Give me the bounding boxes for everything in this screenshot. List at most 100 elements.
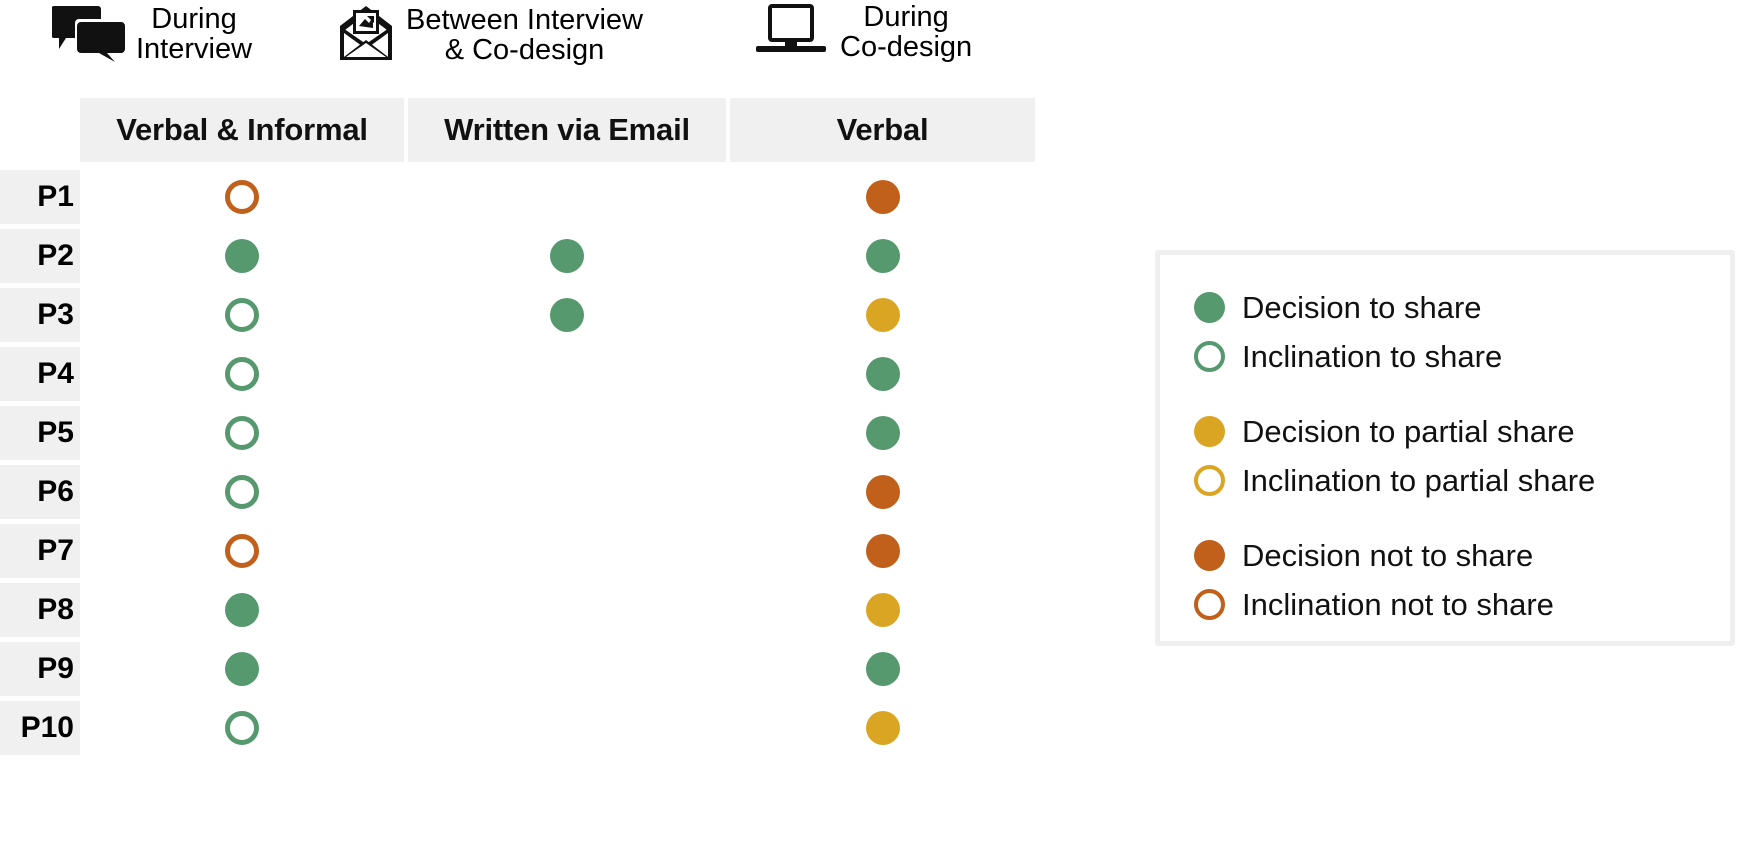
open-envelope-icon	[336, 2, 396, 69]
row-label-p1: P1	[0, 169, 80, 224]
dot-filled	[550, 238, 584, 273]
dot-filled	[865, 651, 900, 686]
legend-label: Decision to share	[1242, 290, 1482, 325]
table-row: P7	[0, 521, 1035, 580]
column-header-written-email: Written via Email	[408, 98, 726, 162]
matrix-cell	[730, 521, 1035, 580]
legend-label: Inclination to share	[1242, 339, 1503, 374]
matrix-cell	[408, 403, 726, 462]
column-header-verbal-informal: Verbal & Informal	[80, 98, 404, 162]
table-row: P9	[0, 639, 1035, 698]
legend-item: Inclination not to share	[1194, 580, 1730, 629]
matrix-cell	[80, 462, 404, 521]
matrix-cell	[730, 462, 1035, 521]
matrix-cell	[80, 580, 404, 639]
dot-hollow	[225, 356, 259, 391]
phase-between-interview-and-codesign: Between Interview & Co-design	[336, 2, 643, 69]
row-label-p2: P2	[0, 228, 80, 283]
matrix-cell	[730, 403, 1035, 462]
table-row: P2	[0, 226, 1035, 285]
legend-label: Decision not to share	[1242, 538, 1534, 573]
matrix-cell	[730, 344, 1035, 403]
dot-hollow	[225, 710, 259, 745]
table-row: P3	[0, 285, 1035, 344]
dot-filled	[865, 592, 900, 627]
matrix-cell	[408, 698, 726, 757]
matrix-cell	[80, 344, 404, 403]
legend-label: Inclination to partial share	[1242, 463, 1596, 498]
table-row: P6	[0, 462, 1035, 521]
dot-filled	[550, 297, 584, 332]
matrix-cell	[80, 639, 404, 698]
legend-swatch-filled	[1194, 540, 1225, 571]
participant-matrix: Verbal & Informal Written via Email Verb…	[0, 98, 1035, 757]
matrix-cell	[80, 226, 404, 285]
row-label-p7: P7	[0, 523, 80, 578]
row-label-p6: P6	[0, 464, 80, 519]
dot-filled	[225, 651, 259, 686]
legend-swatch-hollow	[1194, 341, 1225, 372]
table-row: P5	[0, 403, 1035, 462]
dot-filled	[865, 710, 900, 745]
dot-hollow	[225, 533, 259, 568]
legend-swatch-hollow	[1194, 465, 1225, 496]
legend-label: Decision to partial share	[1242, 414, 1575, 449]
phase-header-row: During Interview Between Interview & Co-…	[0, 0, 1100, 92]
legend-swatch-hollow	[1194, 589, 1225, 620]
legend-item: Inclination to partial share	[1194, 456, 1730, 505]
phase-during-interview: During Interview	[51, 2, 253, 67]
dot-hollow	[225, 415, 259, 450]
dot-filled	[865, 356, 900, 391]
legend-item: Decision to partial share	[1194, 407, 1730, 456]
matrix-cell	[408, 167, 726, 226]
table-row: P10	[0, 698, 1035, 757]
matrix-cell	[80, 698, 404, 757]
dot-filled	[225, 238, 259, 273]
matrix-cell	[730, 698, 1035, 757]
table-row: P4	[0, 344, 1035, 403]
matrix-cell	[408, 521, 726, 580]
matrix-cell	[80, 285, 404, 344]
row-label-p4: P4	[0, 346, 80, 401]
matrix-cell	[408, 285, 726, 344]
corner-spacer	[0, 98, 80, 162]
matrix-cell	[408, 580, 726, 639]
phase-label: During Interview	[136, 2, 253, 65]
matrix-cell	[408, 344, 726, 403]
row-label-p3: P3	[0, 287, 80, 342]
dot-filled	[865, 533, 900, 568]
dot-hollow	[225, 474, 259, 509]
legend-item: Decision not to share	[1194, 531, 1730, 580]
matrix-cell	[730, 167, 1035, 226]
column-header-verbal: Verbal	[730, 98, 1035, 162]
phase-during-codesign: During Co-design	[752, 2, 972, 63]
phase-label: Between Interview & Co-design	[406, 3, 643, 66]
column-header-row: Verbal & Informal Written via Email Verb…	[0, 98, 1035, 162]
phase-label: During Co-design	[840, 0, 973, 63]
matrix-cell	[730, 639, 1035, 698]
dot-filled	[865, 238, 900, 273]
matrix-cell	[80, 403, 404, 462]
dot-filled	[865, 415, 900, 450]
dot-hollow	[225, 297, 259, 332]
table-row: P1	[0, 167, 1035, 226]
matrix-cell	[730, 285, 1035, 344]
dot-filled	[865, 297, 900, 332]
legend-swatch-filled	[1194, 416, 1225, 447]
matrix-cell	[730, 226, 1035, 285]
matrix-cell	[730, 580, 1035, 639]
legend-swatch-filled	[1194, 292, 1225, 323]
dot-filled	[865, 179, 900, 214]
dot-filled	[225, 592, 259, 627]
legend-item: Inclination to share	[1194, 332, 1730, 381]
laptop-icon	[752, 2, 830, 63]
legend-label: Inclination not to share	[1242, 587, 1554, 622]
dot-hollow	[225, 179, 259, 214]
table-row: P8	[0, 580, 1035, 639]
matrix-cell	[408, 639, 726, 698]
